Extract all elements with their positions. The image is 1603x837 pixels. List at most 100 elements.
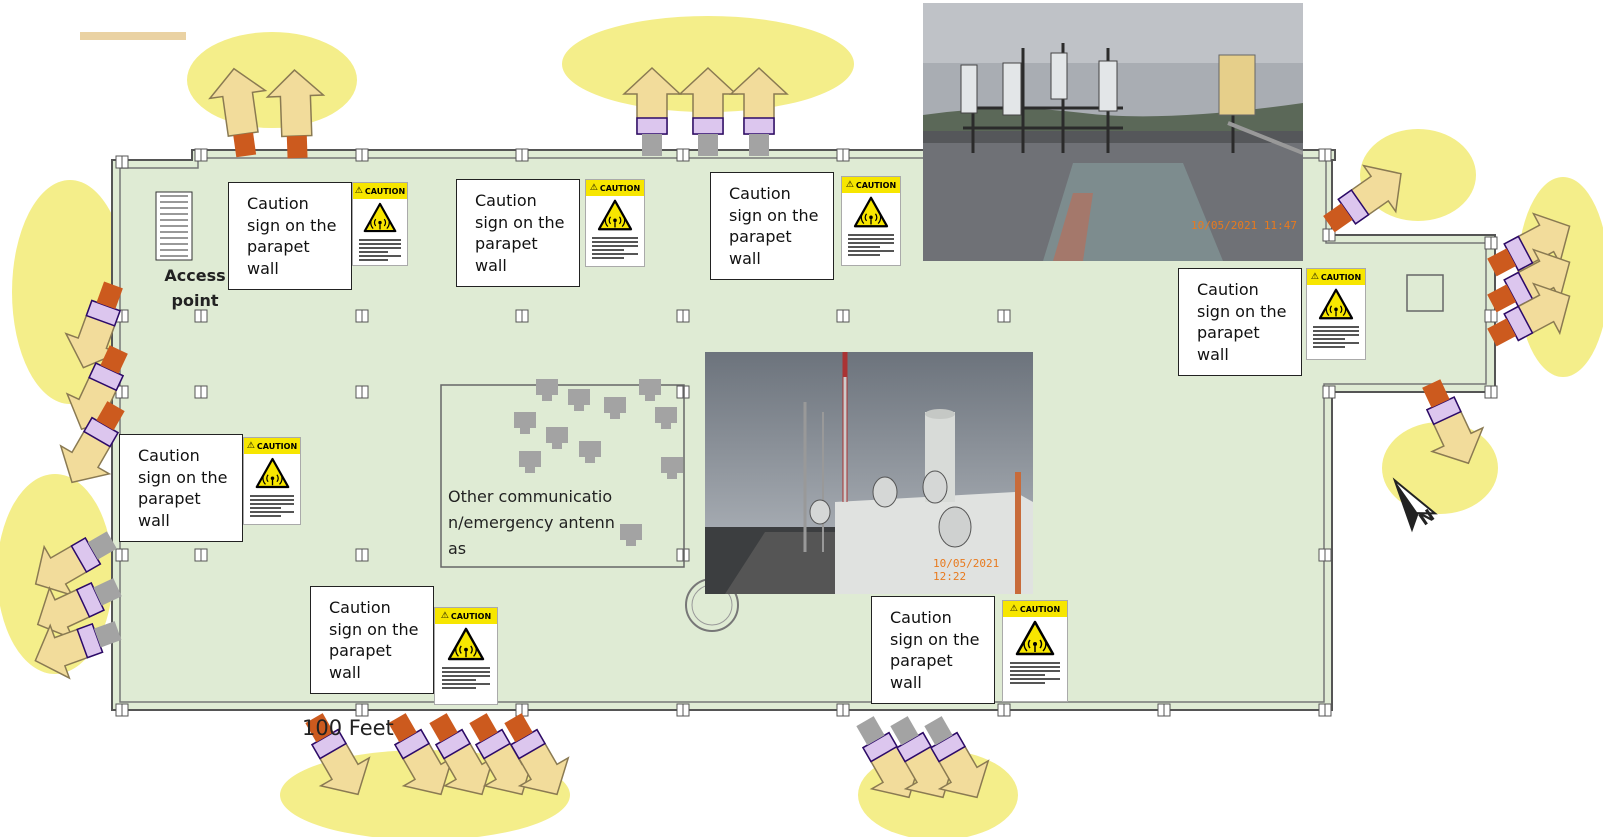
equipment-box <box>1406 274 1444 312</box>
column-marker <box>836 148 850 162</box>
column-marker <box>836 309 850 323</box>
antenna-with-arrow <box>265 69 326 159</box>
beam-segment <box>434 728 472 760</box>
radiation-warning-icon <box>255 457 289 489</box>
gray-antenna <box>514 412 536 434</box>
beam-segment <box>692 117 724 135</box>
antenna <box>233 132 257 158</box>
radiation-warning-icon <box>447 627 485 661</box>
column-marker <box>676 385 690 399</box>
column-marker <box>515 309 529 323</box>
column-marker <box>676 703 690 717</box>
antenna <box>698 134 718 156</box>
callout-caution-1: Caution sign on the parapet wall <box>228 182 352 290</box>
beam-segment <box>743 117 775 135</box>
column-marker <box>355 703 369 717</box>
antenna-with-arrow <box>729 66 789 156</box>
antenna <box>856 716 885 746</box>
column-marker <box>1318 703 1332 717</box>
antenna <box>305 713 334 743</box>
caution-sign-text: CAUTION <box>256 441 298 451</box>
caution-sign-image: ⚠CAUTION <box>841 176 901 266</box>
beam-segment <box>509 728 547 760</box>
antenna-area <box>440 384 685 568</box>
gray-antenna <box>546 427 568 449</box>
antenna <box>890 716 919 746</box>
column-marker <box>115 155 129 169</box>
other-antennas <box>514 379 683 546</box>
access-stair <box>155 191 193 261</box>
antenna <box>1487 284 1516 313</box>
radiation-warning-icon <box>853 196 889 228</box>
caution-sign-header: ⚠CAUTION <box>1307 269 1365 285</box>
warning-icon: ⚠ <box>589 183 598 193</box>
warning-icon: ⚠ <box>440 611 449 621</box>
caution-sign-text: CAUTION <box>599 183 641 193</box>
zone-north-left <box>187 32 357 128</box>
antenna-with-arrow <box>924 716 990 799</box>
radiation-warning-icon <box>597 199 633 231</box>
column-marker <box>515 148 529 162</box>
beam-segment <box>310 728 348 760</box>
antenna <box>1487 248 1516 277</box>
beam-segment <box>393 728 431 760</box>
caution-sign-header: ⚠CAUTION <box>435 608 497 624</box>
beam-segment <box>895 731 933 763</box>
callout-caution-4: Caution sign on the parapet wall <box>1178 268 1302 376</box>
column-marker <box>676 309 690 323</box>
access-point-label: Access point <box>164 266 226 310</box>
antenna <box>93 578 122 606</box>
beam-segment <box>1425 396 1462 426</box>
antenna-with-arrow <box>59 401 125 484</box>
gray-antenna <box>639 379 661 401</box>
antenna <box>93 621 122 648</box>
antenna-with-arrow <box>65 345 128 431</box>
column-marker <box>836 703 850 717</box>
callout-caution-3: Caution sign on the parapet wall <box>710 172 834 280</box>
gray-antenna <box>579 441 601 463</box>
antenna <box>1422 379 1450 408</box>
beam-segment <box>82 416 120 448</box>
column-marker <box>1484 385 1498 399</box>
caution-sign-image: ⚠CAUTION <box>434 607 498 705</box>
caution-sign-image: ⚠CAUTION <box>1306 268 1366 360</box>
antenna-with-arrow <box>1487 212 1571 277</box>
radiation-warning-icon <box>363 202 397 233</box>
antenna-with-arrow <box>208 67 268 158</box>
caution-sign-text: CAUTION <box>450 611 492 621</box>
callout-caution-7: Caution sign on the parapet wall <box>871 596 995 704</box>
beam-segment <box>636 117 668 135</box>
caution-sign-header: ⚠CAUTION <box>586 180 644 196</box>
antenna-with-arrow <box>678 66 738 156</box>
photo-timestamp-2: 10/05/2021 12:22 <box>933 557 1000 583</box>
column-marker <box>194 309 208 323</box>
antenna <box>1323 203 1353 233</box>
antenna-with-arrow <box>1487 282 1571 347</box>
callout-caution-5: Caution sign on the parapet wall <box>119 434 243 542</box>
antenna-with-arrow <box>1422 379 1485 465</box>
caution-sign-image: ⚠CAUTION <box>585 179 645 267</box>
gray-antenna <box>568 389 590 411</box>
warning-icon: ⚠ <box>354 186 363 196</box>
scale-label: 100 Feet <box>302 716 394 740</box>
warning-icon: ⚠ <box>1009 604 1018 614</box>
gray-antenna <box>536 379 558 401</box>
caution-sign-header: ⚠CAUTION <box>353 183 407 199</box>
column-marker <box>1318 148 1332 162</box>
gray-antenna <box>519 451 541 473</box>
column-marker <box>355 309 369 323</box>
antenna <box>388 713 417 743</box>
radiation-warning-icon <box>1318 288 1354 320</box>
caution-sign-image: ⚠CAUTION <box>1002 600 1068 702</box>
column-marker <box>1157 703 1171 717</box>
antenna <box>96 401 125 431</box>
antenna-with-arrow <box>504 713 570 796</box>
parapet-columns <box>115 148 1498 717</box>
antenna <box>96 281 123 310</box>
antenna-with-arrow <box>856 716 922 799</box>
photo-timestamp-1: 10/05/2021 11:47 <box>1191 219 1297 232</box>
column-marker <box>194 148 208 162</box>
caution-sign-text: CAUTION <box>1320 272 1362 282</box>
antenna <box>87 531 117 560</box>
callout-caution-2: Caution sign on the parapet wall <box>456 179 580 287</box>
